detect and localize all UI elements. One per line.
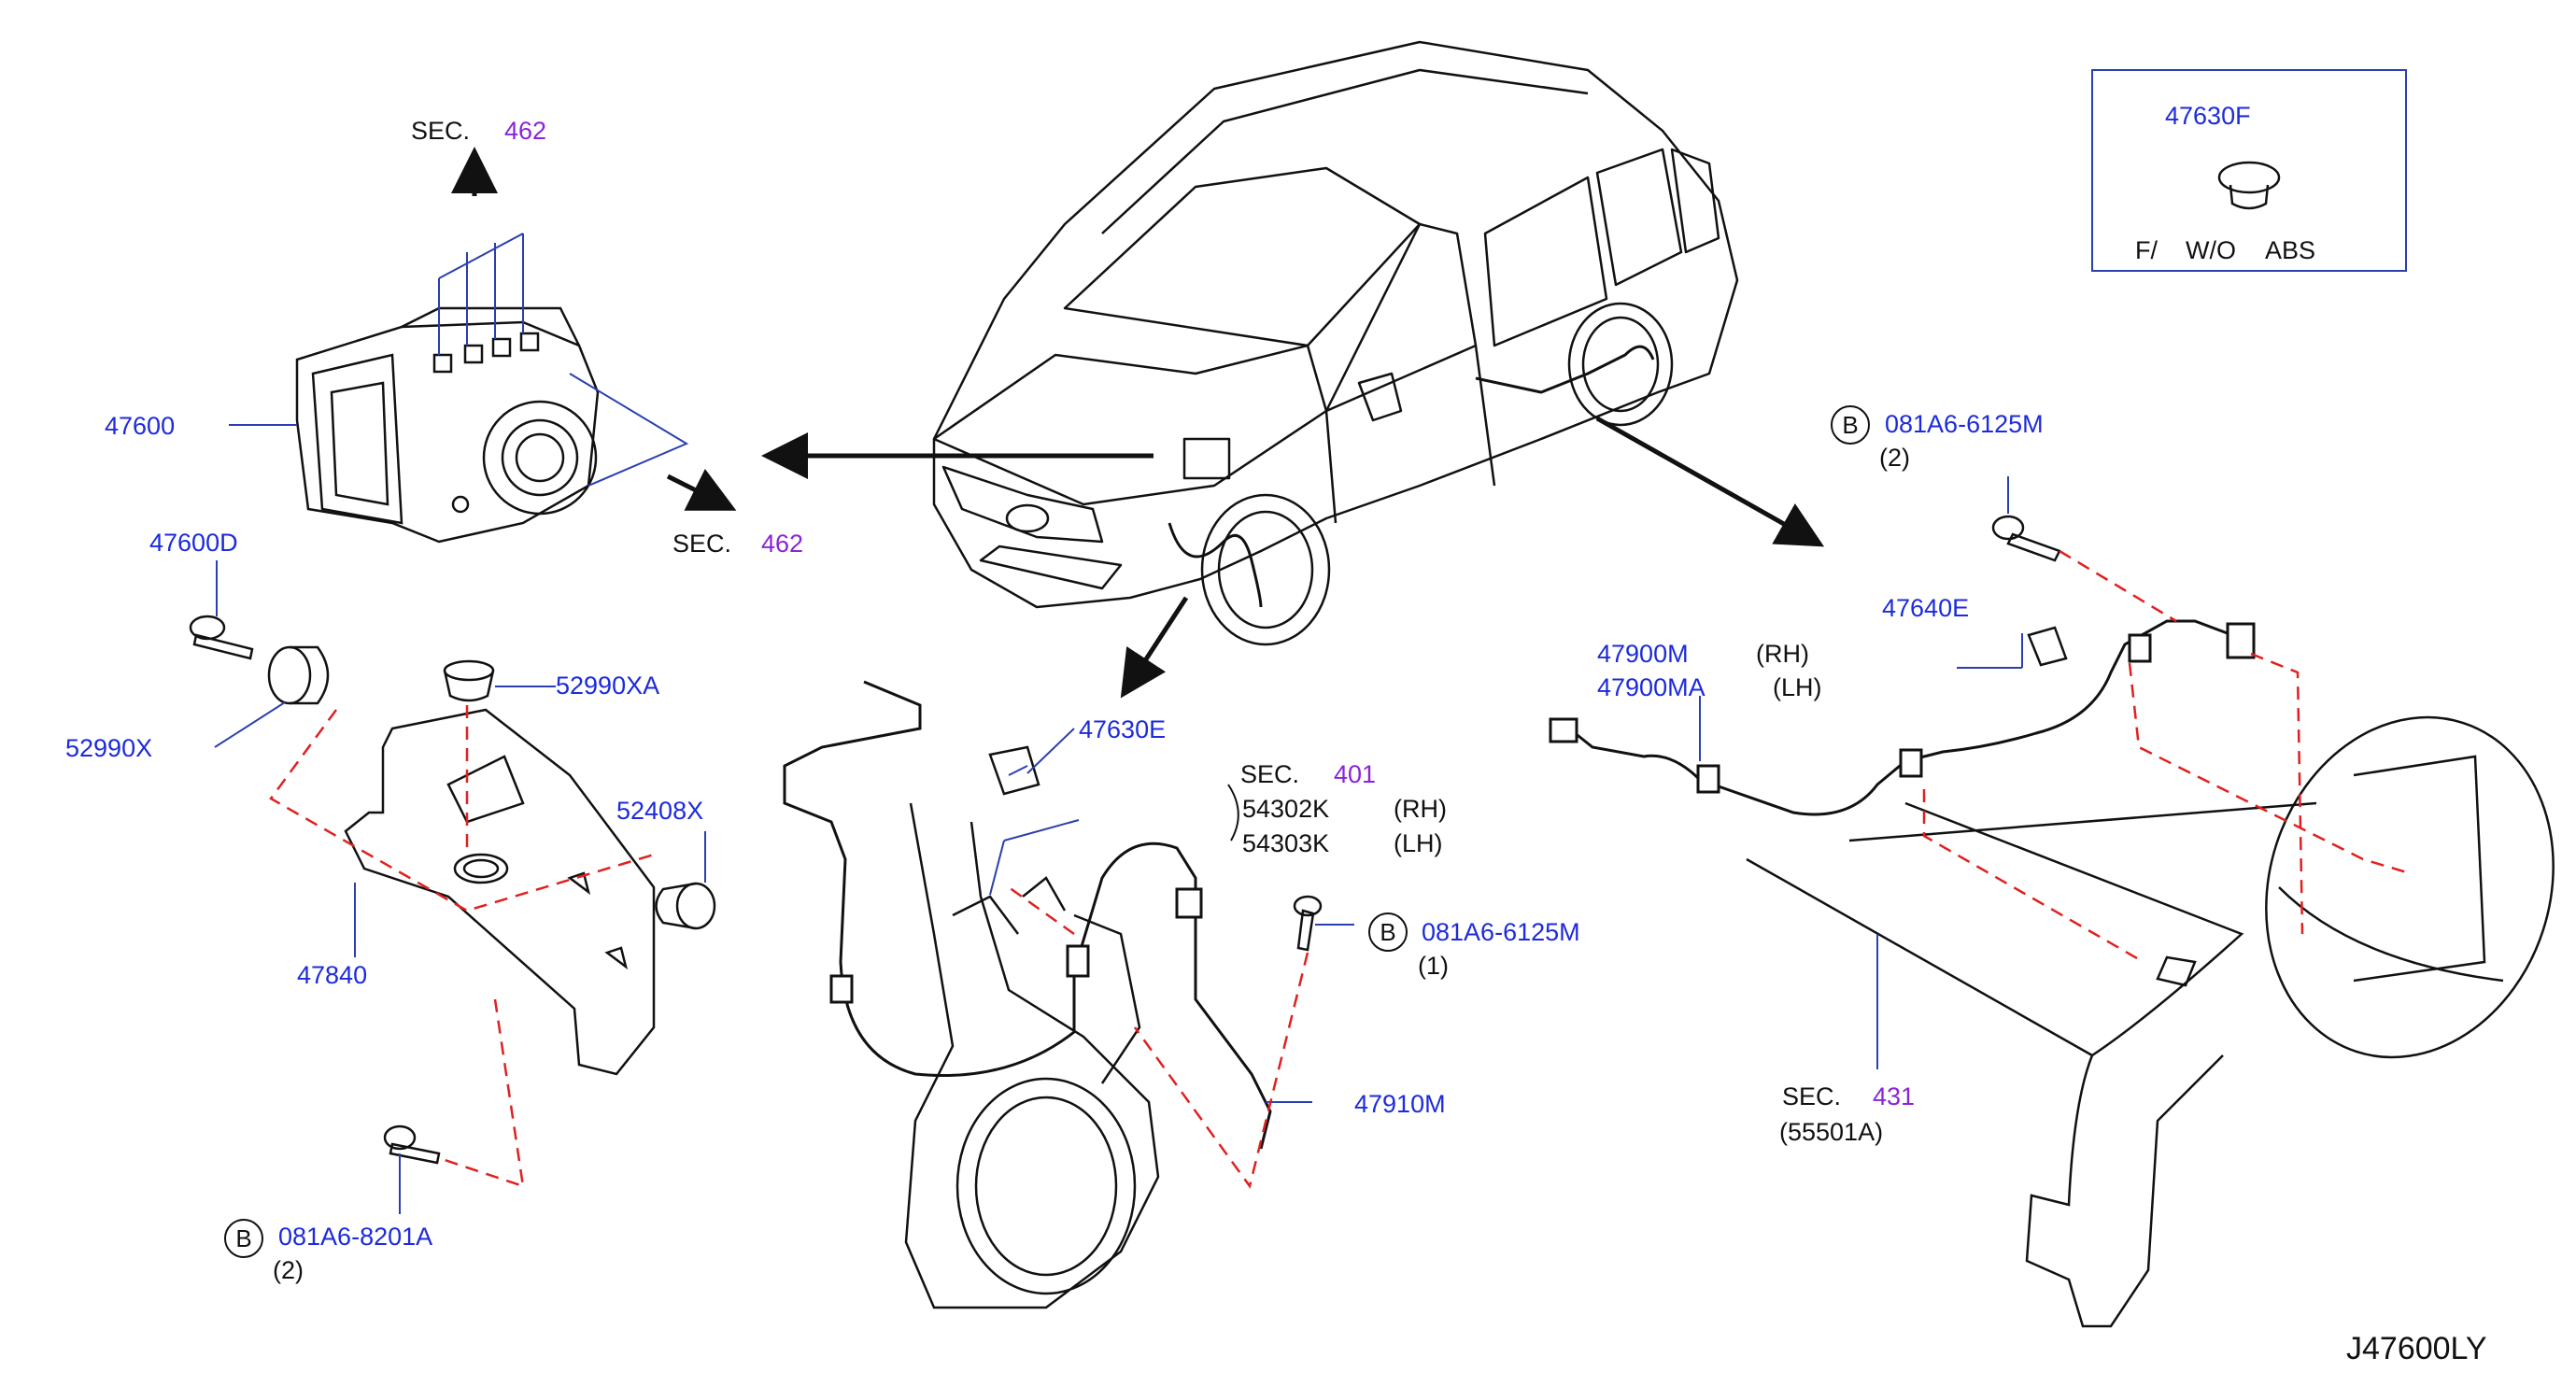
- part-081a6-6125m-front-label[interactable]: 081A6-6125M: [1422, 918, 1580, 946]
- diagram-code: J47600LY: [2346, 1331, 2487, 1366]
- part-47600-label[interactable]: 47600: [105, 412, 176, 440]
- front-harness-illustration: [783, 680, 1272, 1150]
- bushing-52990x-illustration: [267, 645, 330, 705]
- sec-401-label: SEC.: [1240, 760, 1300, 788]
- sec-401-number[interactable]: 401: [1334, 760, 1377, 788]
- part-47900ma-label[interactable]: 47900MA: [1597, 673, 1706, 701]
- clip-47630e-illustration: [988, 745, 1040, 796]
- bracket-illustration: [344, 708, 656, 1076]
- clip-47640e-illustration: [2027, 626, 2068, 667]
- vehicle-illustration: [932, 40, 1739, 646]
- part-54302k-side: (RH): [1394, 795, 1447, 823]
- part-52990xa-label[interactable]: 52990XA: [556, 672, 660, 700]
- bolt-8201a-illustration: [383, 1124, 441, 1165]
- part-47900ma-side: (LH): [1773, 673, 1822, 701]
- direction-arrows: [451, 147, 1825, 699]
- part-47900m-side: (RH): [1756, 640, 1809, 668]
- part-081a6-6125m-front-qty: (1): [1418, 952, 1449, 980]
- sec-ref-mid-label: SEC.: [672, 530, 732, 558]
- collar-52408x-illustration: [655, 882, 716, 930]
- part-081a6-8201a-qty: (2): [273, 1256, 304, 1284]
- sec-ref-top-number[interactable]: 462: [504, 117, 547, 145]
- part-47630e-label[interactable]: 47630E: [1079, 715, 1167, 743]
- rear-harness-illustration: [1549, 619, 2256, 816]
- front-bolt-illustration: [1293, 895, 1323, 952]
- inset-frame: [2091, 69, 2407, 272]
- part-47900m-label[interactable]: 47900M: [1597, 640, 1689, 668]
- dashed-guides: [269, 549, 2411, 1189]
- part-47600d-label[interactable]: 47600D: [149, 529, 238, 557]
- part-47640e-label[interactable]: 47640E: [1882, 594, 1970, 622]
- rear-bolt-illustration: [1991, 515, 2061, 562]
- sec-ref-top-label: SEC.: [411, 117, 471, 145]
- bolt-47600d-illustration: [189, 615, 254, 660]
- grommet-illustration: [2217, 161, 2281, 210]
- part-52990x-label[interactable]: 52990X: [65, 734, 153, 762]
- part-47630f-label[interactable]: 47630F: [2165, 102, 2251, 130]
- inset-note-abs: ABS: [2265, 236, 2316, 264]
- part-52408x-label[interactable]: 52408X: [616, 797, 704, 825]
- sec-431-label: SEC.: [1782, 1082, 1842, 1110]
- abs-actuator-illustration: [295, 306, 600, 544]
- inset-note-f: F/: [2135, 236, 2158, 264]
- bolt-b-marker: B: [224, 1219, 263, 1258]
- part-54303k-label[interactable]: 54303K: [1242, 829, 1330, 857]
- inset-note-wo: W/O: [2186, 236, 2236, 264]
- part-54303k-side: (LH): [1394, 829, 1443, 857]
- part-081a6-6125m-rear-qty: (2): [1879, 444, 1910, 472]
- part-54302k-label[interactable]: 54302K: [1242, 795, 1330, 823]
- part-47840-label[interactable]: 47840: [297, 961, 368, 989]
- rear-bolt-b-marker: B: [1831, 405, 1870, 445]
- front-bolt-b-marker: B: [1368, 912, 1408, 952]
- part-47910m-label[interactable]: 47910M: [1354, 1090, 1446, 1118]
- sec-ref-mid-number[interactable]: 462: [761, 530, 804, 558]
- leader-lines: [214, 233, 2023, 1214]
- sec-431-number[interactable]: 431: [1873, 1082, 1916, 1110]
- part-55501a-label[interactable]: (55501A): [1779, 1118, 1884, 1146]
- bushing-52990xa-illustration: [443, 659, 495, 702]
- part-081a6-8201a-label[interactable]: 081A6-8201A: [278, 1223, 433, 1251]
- rear-axle-illustration: [1746, 715, 2555, 1328]
- front-knuckle-illustration: [904, 802, 1160, 1309]
- part-081a6-6125m-rear-label[interactable]: 081A6-6125M: [1885, 410, 2044, 438]
